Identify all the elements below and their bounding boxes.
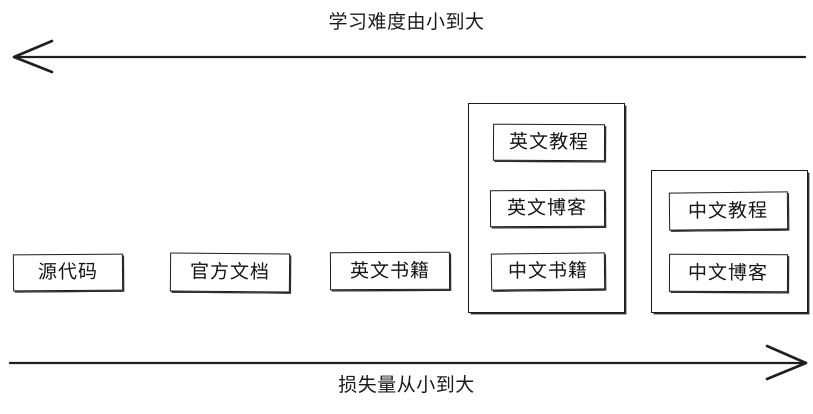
node-official-docs[interactable]: 官方文档 xyxy=(169,252,291,293)
node-label: 中文教程 xyxy=(688,200,769,222)
node-label: 中文博客 xyxy=(688,262,769,284)
bottom-axis-label: 损失量从小到大 xyxy=(338,375,475,396)
top-axis-label: 学习难度由小到大 xyxy=(328,12,485,33)
node-source-code[interactable]: 源代码 xyxy=(12,253,124,292)
node-chinese-blog[interactable]: 中文博客 xyxy=(668,253,789,293)
node-label: 英文博客 xyxy=(507,197,588,220)
node-label: 英文书籍 xyxy=(349,260,431,282)
node-label: 英文教程 xyxy=(508,131,590,154)
node-english-books[interactable]: 英文书籍 xyxy=(329,251,451,291)
group-chinese-resources: 中文教程 中文博客 xyxy=(651,170,808,313)
node-label: 官方文档 xyxy=(189,261,271,284)
node-chinese-books[interactable]: 中文书籍 xyxy=(490,252,606,291)
node-english-tutorial[interactable]: 英文教程 xyxy=(492,123,606,162)
group-english-tutorials: 英文教程 英文博客 中文书籍 xyxy=(468,103,625,313)
node-label: 源代码 xyxy=(37,261,99,284)
node-english-blog[interactable]: 英文博客 xyxy=(489,189,606,228)
node-chinese-tutorial[interactable]: 中文教程 xyxy=(668,191,789,231)
node-label: 中文书籍 xyxy=(507,260,589,283)
left-arrow-icon xyxy=(12,39,807,74)
